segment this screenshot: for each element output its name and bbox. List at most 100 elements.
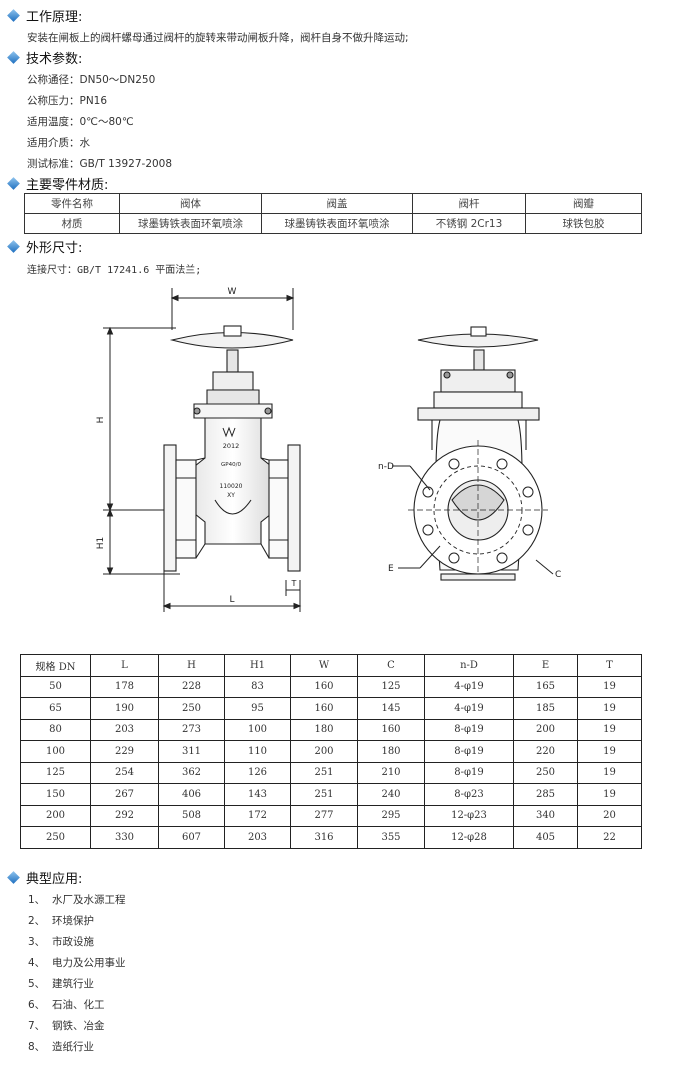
table-cell: 277 (290, 804, 358, 827)
table-cell: 240 (357, 783, 425, 806)
principle-text: 安装在闸板上的阀杆螺母通过阀杆的旋转来带动闸板升降，阀杆自身不做升降运动; (27, 32, 409, 44)
table-cell: 95 (224, 697, 291, 720)
table-cell: 12-φ23 (424, 804, 514, 827)
table-header-cell: H (158, 654, 225, 677)
table-cell: 251 (290, 761, 358, 784)
param-item: 公称通径：DN50～DN250 (27, 74, 156, 86)
table-cell: 125 (20, 761, 91, 784)
table-cell: 316 (290, 826, 358, 849)
table-cell: 292 (90, 804, 159, 827)
list-item-text: 造纸行业 (52, 1041, 94, 1053)
section-tech-params: 技术参数: (6, 48, 82, 67)
table-cell: 178 (90, 675, 159, 698)
table-cell: 295 (357, 804, 425, 827)
table-cell: 4-φ19 (424, 697, 514, 720)
table-header-row: 零件名称 阀体 阀盖 阀杆 阀瓣 (24, 193, 642, 214)
table-cell: 160 (290, 697, 358, 720)
dim-label-l: L (229, 595, 234, 605)
table-cell: 8-φ19 (424, 761, 514, 784)
list-item-number: 2、 (28, 915, 46, 927)
table-cell: 165 (513, 675, 578, 698)
table-header-cell: L (90, 654, 159, 677)
table-header-cell: 阀盖 (261, 193, 413, 214)
table-header-cell: H1 (224, 654, 291, 677)
list-item-text: 建筑行业 (52, 978, 94, 990)
table-cell: 607 (158, 826, 225, 849)
table-cell: 405 (513, 826, 578, 849)
table-cell: 19 (577, 697, 642, 720)
list-item: 5、建筑行业 (28, 976, 94, 991)
diamond-icon (7, 239, 20, 253)
diamond-icon (7, 50, 20, 64)
table-cell: 4-φ19 (424, 675, 514, 698)
list-item-number: 1、 (28, 894, 46, 906)
section-dimensions: 外形尺寸: (6, 237, 83, 256)
list-item-text: 水厂及水源工程 (52, 894, 126, 906)
list-item-text: 环境保护 (52, 915, 94, 927)
table-cell: 65 (20, 697, 91, 720)
list-item-number: 5、 (28, 978, 46, 990)
list-item: 4、电力及公用事业 (28, 955, 126, 970)
section-materials: 主要零件材质: (6, 174, 108, 193)
param-item: 测试标准：GB/T 13927-2008 (27, 158, 173, 170)
list-item-text: 钢铁、冶金 (52, 1020, 105, 1032)
table-cell: 250 (513, 761, 578, 784)
table-cell: 19 (577, 740, 642, 763)
diamond-icon (7, 176, 20, 190)
param-item: 适用介质：水 (27, 137, 90, 149)
table-cell: 100 (224, 718, 291, 741)
table-cell: 126 (224, 761, 291, 784)
table-row: 材质 球墨铸铁表面环氧喷涂 球墨铸铁表面环氧喷涂 不锈钢 2Cr13 球铁包胶 (24, 213, 642, 234)
body-mark: 2012 (223, 442, 240, 450)
body-mark: GP40/0 (221, 462, 241, 468)
table-header-row: 规格 DN L H H1 W C n-D E T (20, 654, 642, 677)
table-cell: 285 (513, 783, 578, 806)
table-cell: 210 (357, 761, 425, 784)
table-cell: 172 (224, 804, 291, 827)
table-cell: 251 (290, 783, 358, 806)
table-cell: 203 (90, 718, 159, 741)
table-cell: 273 (158, 718, 225, 741)
table-header-cell: T (577, 654, 642, 677)
table-cell: 100 (20, 740, 91, 763)
materials-table: 零件名称 阀体 阀盖 阀杆 阀瓣 材质 球墨铸铁表面环氧喷涂 球墨铸铁表面环氧喷… (24, 193, 642, 234)
table-cell: 8-φ19 (424, 718, 514, 741)
list-item: 3、市政设施 (28, 934, 94, 949)
table-cell: 19 (577, 761, 642, 784)
dim-label-e: E (388, 564, 394, 574)
table-header-cell: 阀杆 (412, 193, 526, 214)
table-cell: 50 (20, 675, 91, 698)
section-applications: 典型应用: (6, 868, 82, 887)
table-cell: 190 (90, 697, 159, 720)
table-cell: 80 (20, 718, 91, 741)
table-cell: 508 (158, 804, 225, 827)
table-cell: 19 (577, 783, 642, 806)
body-mark: 110020 (220, 483, 243, 490)
table-cell: 180 (357, 740, 425, 763)
table-header-cell: 阀瓣 (525, 193, 642, 214)
table-cell: 20 (577, 804, 642, 827)
table-cell: 229 (90, 740, 159, 763)
list-item-text: 石油、化工 (52, 999, 105, 1011)
dim-label-c: C (555, 570, 561, 580)
table-cell: 83 (224, 675, 291, 698)
section-title: 外形尺寸: (26, 240, 83, 256)
table-header-cell: 零件名称 (24, 193, 120, 214)
table-cell: 球墨铸铁表面环氧喷涂 (261, 213, 413, 234)
table-cell: 330 (90, 826, 159, 849)
list-item: 2、环境保护 (28, 913, 94, 928)
table-cell: 材质 (24, 213, 120, 234)
connection-text: 连接尺寸：GB/T 17241.6 平面法兰; (27, 265, 202, 276)
list-item: 8、造纸行业 (28, 1039, 94, 1054)
table-cell: 250 (20, 826, 91, 849)
table-cell: 143 (224, 783, 291, 806)
table-cell: 160 (357, 718, 425, 741)
section-title: 工作原理: (26, 9, 83, 25)
table-cell: 8-φ19 (424, 740, 514, 763)
table-cell: 406 (158, 783, 225, 806)
